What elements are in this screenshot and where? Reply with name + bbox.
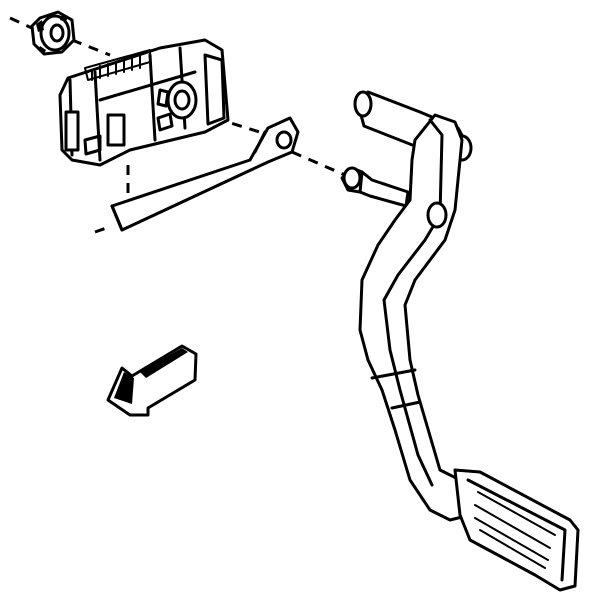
switch-bracket-icon xyxy=(58,38,230,167)
nut-icon xyxy=(30,10,76,56)
pin-icon xyxy=(340,166,410,208)
pedal-pad-icon xyxy=(453,468,580,592)
assembly-line-link-pin xyxy=(291,150,346,177)
assembly-line-shaft-end xyxy=(94,224,113,234)
assembly-line-nut-bracket xyxy=(71,38,111,57)
pedal-arm-icon xyxy=(358,113,472,522)
assembly-line-nut xyxy=(9,16,46,36)
pushrod-icon xyxy=(110,116,300,232)
arrow-forward-icon xyxy=(106,344,198,417)
